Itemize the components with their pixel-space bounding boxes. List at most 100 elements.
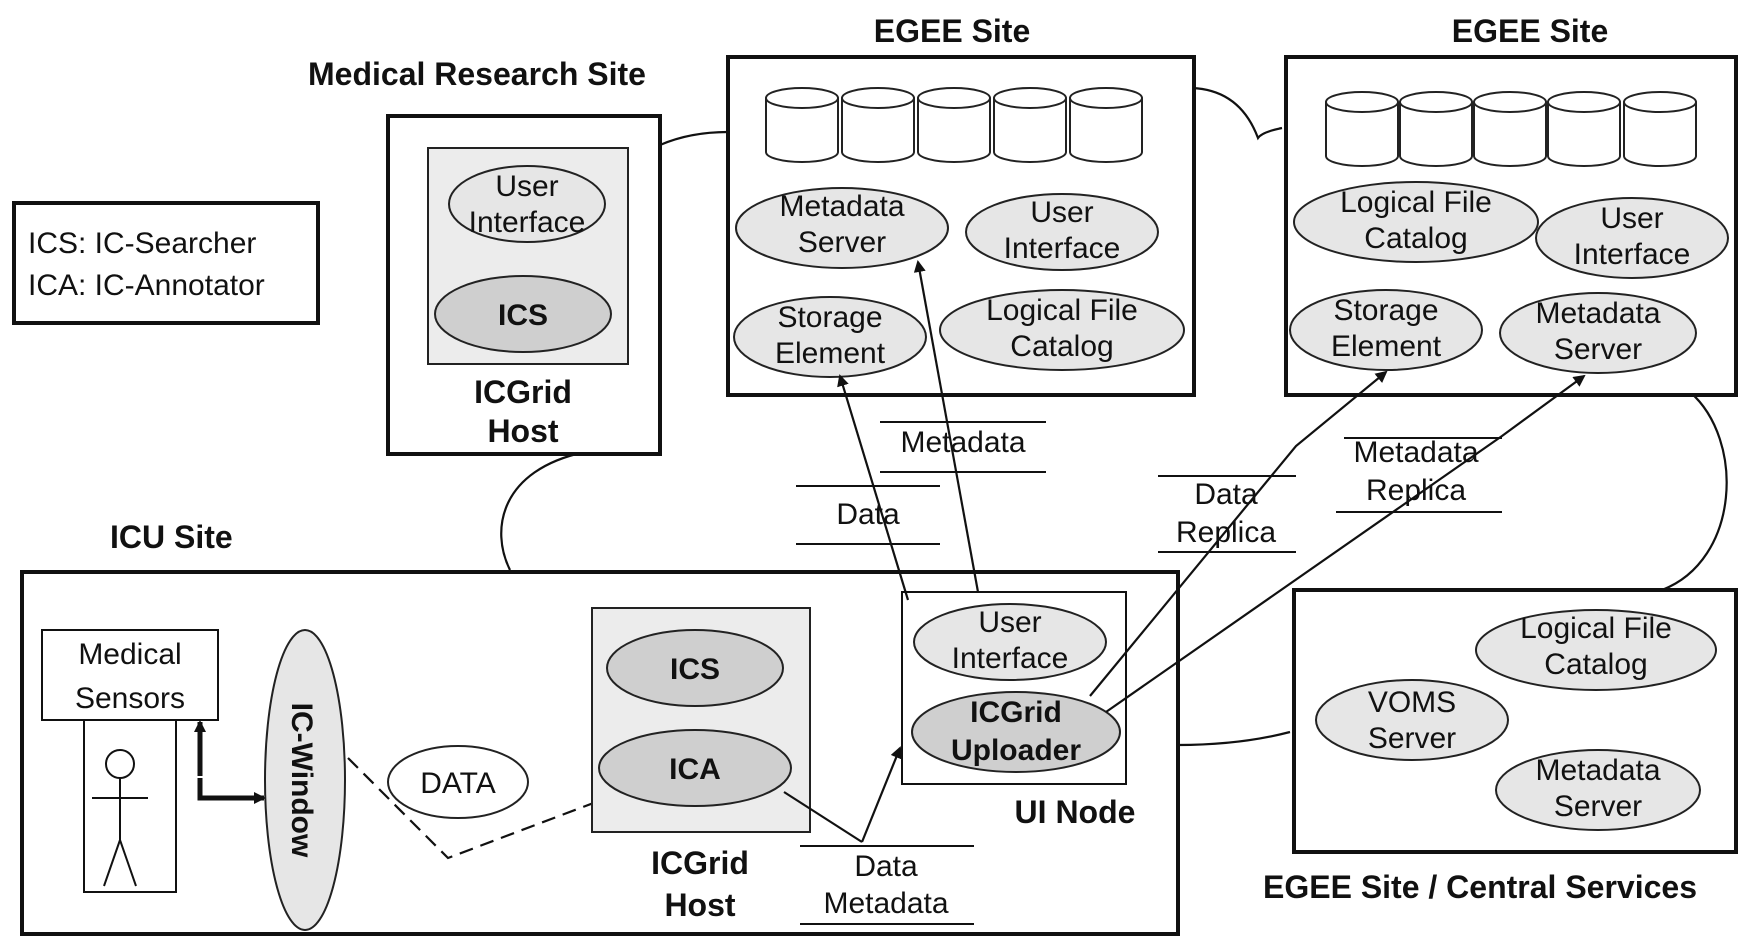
storage-cylinder bbox=[917, 98, 991, 163]
user-interface-label-2: Interface bbox=[1004, 232, 1121, 265]
ic-window-node bbox=[264, 629, 346, 931]
storage-cylinder-top bbox=[841, 87, 915, 109]
logical-file-catalog-label-1: Logical File bbox=[1520, 612, 1672, 645]
site-title: EGEE Site / Central Services bbox=[1263, 869, 1697, 905]
logical-file-catalog-node bbox=[1293, 181, 1539, 263]
legend-ica: ICA: IC-Annotator bbox=[28, 269, 265, 302]
metadata-server-label-1: Metadata bbox=[1535, 297, 1660, 330]
logical-file-catalog-node bbox=[1475, 609, 1717, 691]
data-label: Data bbox=[836, 498, 900, 531]
metadata-server-label-2: Server bbox=[1554, 790, 1642, 823]
legend-ics: ICS: IC-Searcher bbox=[28, 227, 256, 260]
storage-cylinder bbox=[1623, 102, 1697, 167]
user-interface-node bbox=[913, 603, 1107, 681]
egee-site-1: EGEE Site Metadata Server User Interface… bbox=[726, 13, 1196, 397]
storage-element-label-1: Storage bbox=[1333, 294, 1438, 327]
link-icu-central bbox=[1177, 730, 1291, 747]
storage-cylinder-top bbox=[1399, 91, 1473, 113]
user-interface-node bbox=[965, 193, 1159, 271]
medical-sensors-label-2: Sensors bbox=[75, 682, 185, 715]
metadata-replica-arrow bbox=[1105, 374, 1586, 713]
storage-cylinder-top bbox=[1623, 91, 1697, 113]
storage-cylinder-top bbox=[765, 87, 839, 109]
link-egee2-central bbox=[1661, 391, 1728, 592]
voms-server-label-1: VOMS bbox=[1368, 686, 1456, 719]
metadata-arrow bbox=[913, 260, 980, 593]
ica-label: ICA bbox=[669, 753, 721, 786]
storage-cylinder bbox=[1547, 102, 1621, 167]
logical-file-catalog-label-2: Catalog bbox=[1544, 648, 1647, 681]
host-label-1: ICGrid bbox=[651, 845, 749, 881]
user-interface-label-1: User bbox=[1030, 196, 1093, 229]
data-replica-label-2: Replica bbox=[1176, 516, 1276, 549]
host-label-2: Host bbox=[664, 887, 735, 923]
site-title: EGEE Site bbox=[874, 13, 1031, 49]
ic-window-label: IC-Window bbox=[285, 703, 318, 858]
storage-element-label-2: Element bbox=[1331, 330, 1442, 363]
voms-server-label-2: Server bbox=[1368, 722, 1456, 755]
storage-cylinder-top bbox=[1069, 87, 1143, 109]
flow-to-uploader-arrow bbox=[860, 746, 902, 843]
site-title: ICU Site bbox=[110, 519, 233, 555]
logical-file-catalog-label-1: Logical File bbox=[1340, 186, 1492, 219]
logical-file-catalog-label-2: Catalog bbox=[1010, 330, 1113, 363]
storage-cylinder-top bbox=[1325, 91, 1399, 113]
storage-cylinder bbox=[841, 98, 915, 163]
storage-cylinder bbox=[993, 98, 1067, 163]
storage-cylinder bbox=[1069, 98, 1143, 163]
user-interface-label-2: Interface bbox=[952, 642, 1069, 675]
data-flow-dashed bbox=[347, 757, 614, 860]
uploader-label-2: Uploader bbox=[951, 734, 1081, 767]
uploader-label-1: ICGrid bbox=[970, 696, 1062, 729]
logical-file-catalog-label-1: Logical File bbox=[986, 294, 1138, 327]
ics-label: ICS bbox=[670, 653, 720, 686]
data-arrow bbox=[837, 374, 910, 601]
icu-site: ICU Site Medical Sensors IC-Window DATA … bbox=[20, 519, 1180, 936]
ui-node-label: UI Node bbox=[1015, 794, 1136, 830]
voms-server-node bbox=[1315, 679, 1509, 761]
medical-sensors-box bbox=[41, 629, 219, 721]
user-interface-node bbox=[448, 165, 606, 243]
storage-element-node bbox=[1289, 289, 1483, 371]
metadata-server-label-1: Metadata bbox=[779, 190, 904, 223]
metadata-server-label-2: Server bbox=[1554, 333, 1642, 366]
user-interface-label-1: User bbox=[978, 606, 1041, 639]
legend: ICS: IC-Searcher ICA: IC-Annotator bbox=[12, 201, 320, 325]
storage-cylinder bbox=[765, 98, 839, 163]
user-interface-label-1: User bbox=[495, 170, 558, 203]
storage-cylinder bbox=[1325, 102, 1399, 167]
logical-file-catalog-label-2: Catalog bbox=[1364, 222, 1467, 255]
user-interface-node bbox=[1535, 197, 1729, 279]
ica-to-flow-line bbox=[783, 791, 863, 843]
storage-cylinder-top bbox=[1473, 91, 1547, 113]
metadata-label: Metadata bbox=[900, 426, 1025, 459]
medical-research-site: Medical Research Site User Interface ICS… bbox=[308, 56, 662, 456]
data-replica-arrow bbox=[1089, 370, 1388, 697]
user-interface-label-2: Interface bbox=[469, 206, 586, 239]
link-research-egee1 bbox=[659, 130, 729, 147]
logical-file-catalog-node bbox=[939, 289, 1185, 371]
storage-cylinders bbox=[1325, 91, 1697, 167]
flow-label-1: Data bbox=[854, 850, 918, 883]
metadata-replica-label-2: Replica bbox=[1366, 474, 1466, 507]
storage-cylinder bbox=[1399, 102, 1473, 167]
ics-label: ICS bbox=[498, 299, 548, 332]
patient-icon bbox=[92, 749, 148, 887]
data-bubble bbox=[387, 745, 529, 819]
storage-cylinder bbox=[1473, 102, 1547, 167]
storage-cylinder-top bbox=[993, 87, 1067, 109]
patient-bed bbox=[83, 719, 177, 893]
metadata-server-node bbox=[1495, 749, 1701, 831]
data-bubble-label: DATA bbox=[420, 767, 496, 800]
legend-box bbox=[12, 201, 320, 325]
metadata-replica-label-1: Metadata bbox=[1353, 436, 1478, 469]
ica-node bbox=[598, 729, 792, 807]
storage-cylinders bbox=[765, 87, 1143, 163]
user-interface-label-2: Interface bbox=[1574, 238, 1691, 271]
user-interface-label-1: User bbox=[1600, 202, 1663, 235]
link-research-icu bbox=[500, 450, 586, 571]
ics-node bbox=[606, 629, 784, 707]
site-title: EGEE Site bbox=[1452, 13, 1609, 49]
